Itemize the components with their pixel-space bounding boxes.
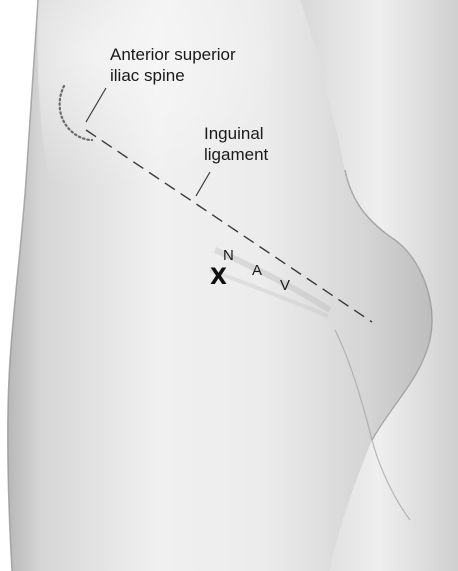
artery-label: A [252, 263, 262, 279]
ligament-label-line2: ligament [204, 145, 268, 165]
asis-label-line1: Anterior superior [110, 45, 236, 65]
hip-highlight [38, 0, 345, 222]
nerve-label: N [223, 248, 234, 264]
puncture-mark-x: X [210, 267, 227, 289]
vein-label: V [280, 278, 290, 294]
ligament-label-line1: Inguinal [204, 124, 264, 144]
asis-label-line2: iliac spine [110, 66, 185, 86]
